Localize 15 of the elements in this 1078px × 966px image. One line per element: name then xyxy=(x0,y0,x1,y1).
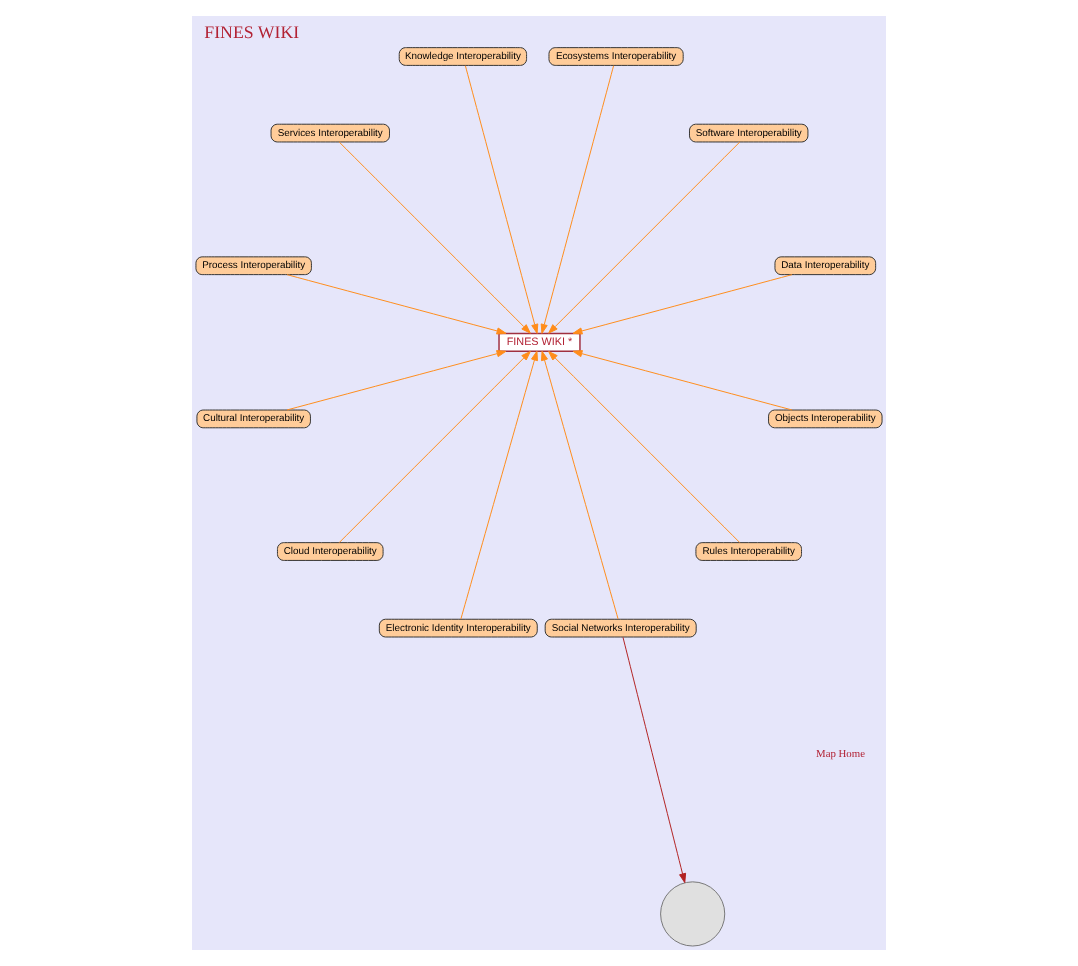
arrow xyxy=(572,274,793,335)
arrow xyxy=(540,65,615,334)
arrow xyxy=(622,636,687,884)
arrow xyxy=(548,141,741,334)
node-circle xyxy=(660,881,726,947)
arrow xyxy=(548,351,741,544)
arrow xyxy=(338,141,531,334)
arrow xyxy=(286,274,507,335)
arrow xyxy=(286,350,507,411)
diagram-title: FINES WIKI xyxy=(204,22,300,43)
arrow xyxy=(338,351,531,544)
arrow xyxy=(464,65,539,334)
arrow xyxy=(541,350,619,620)
arrow xyxy=(460,350,538,620)
arrow xyxy=(572,350,793,411)
